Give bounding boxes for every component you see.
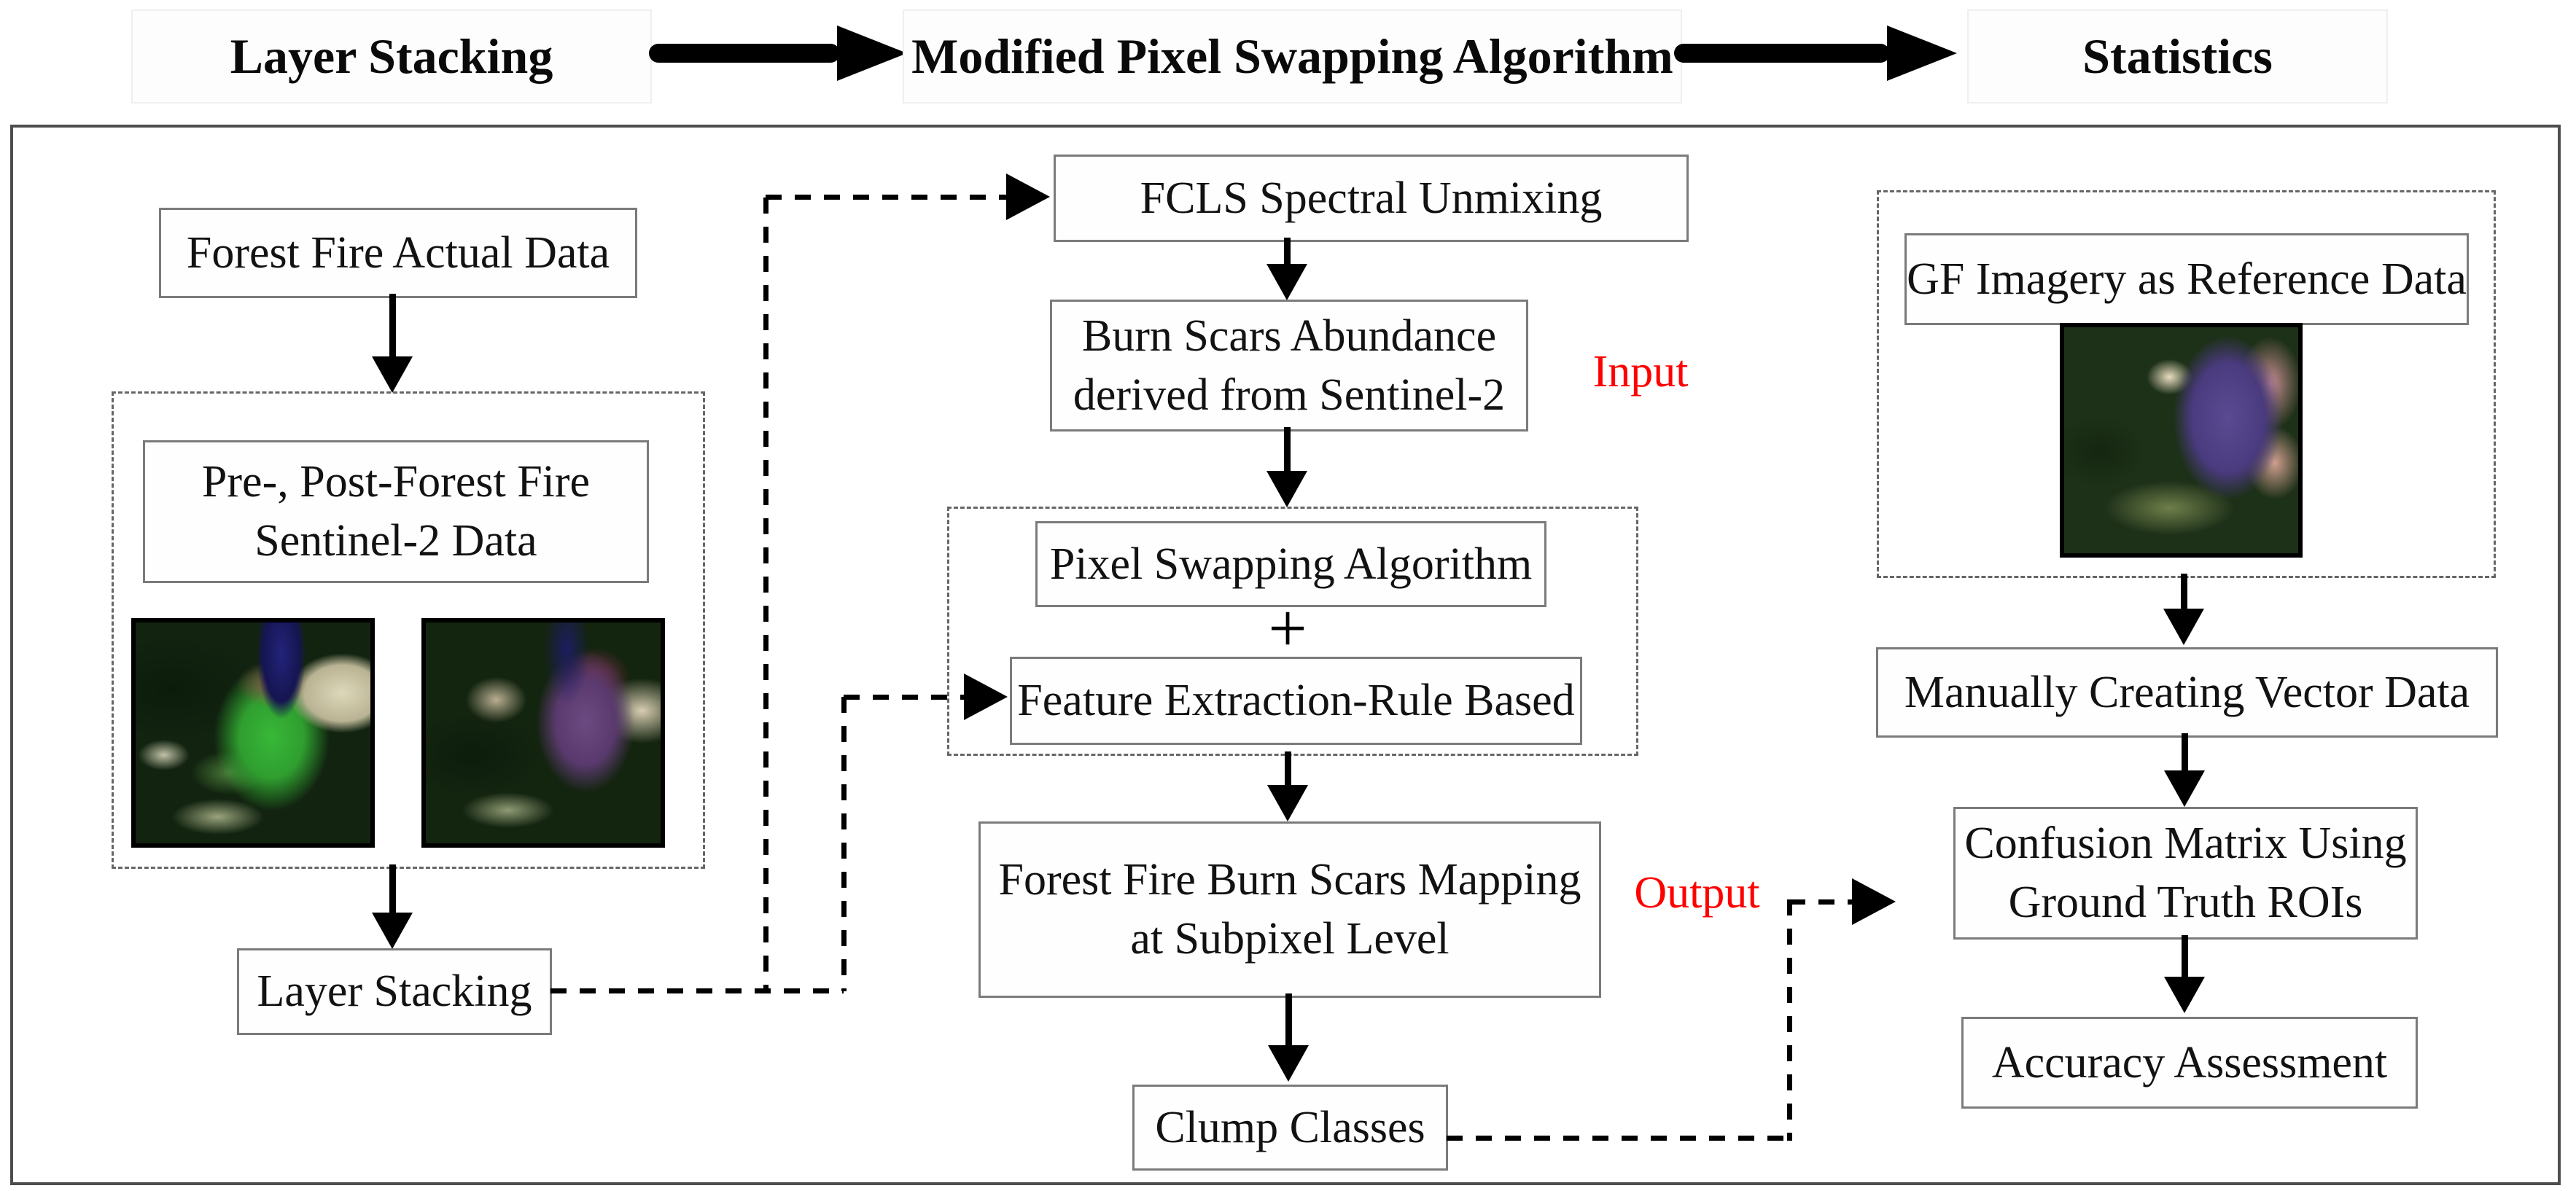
dashed-connector-h: [1789, 899, 1853, 905]
phase-layer-stacking: Layer Stacking: [131, 9, 652, 104]
down-arrowhead-icon: [2164, 977, 2205, 1013]
down-arrow-shaft: [389, 294, 396, 358]
node-accuracy-assessment: Accuracy Assessment: [1961, 1017, 2418, 1109]
phase-modified-psa: Modified Pixel Swapping Algorithm: [903, 9, 1682, 104]
phase-label: Statistics: [2082, 28, 2273, 84]
node-label-line1: Pre-, Post-Forest Fire: [201, 457, 591, 507]
phase-statistics: Statistics: [1967, 9, 2388, 104]
node-prepost-sentinel2: Pre-, Post-Forest Fire Sentinel-2 Data: [143, 440, 649, 583]
node-burn-scars-abundance: Burn Scars Abundance derived from Sentin…: [1050, 300, 1528, 432]
plus-symbol: +: [1251, 590, 1324, 667]
dashed-connector-v: [1787, 899, 1792, 1141]
down-arrow-shaft: [1284, 427, 1291, 472]
sentinel2-data-group: [112, 391, 705, 869]
node-confusion-matrix: Confusion Matrix Using Ground Truth ROIs: [1953, 807, 2418, 940]
gf-reference-satellite-image: [2060, 323, 2303, 558]
plus-text: +: [1268, 590, 1307, 667]
output-annotation-text: Output: [1634, 867, 1760, 918]
thick-right-arrowhead-icon: [1887, 26, 1957, 81]
input-annotation: Input: [1575, 346, 1706, 397]
modified-psa-group: [947, 507, 1638, 756]
down-arrow-shaft: [2182, 935, 2188, 978]
down-arrowhead-icon: [2164, 770, 2205, 807]
node-label: GF Imagery as Reference Data: [1907, 254, 2467, 304]
down-arrowhead-icon: [1267, 785, 1308, 821]
dashed-connector-v: [763, 198, 768, 991]
pre-fire-satellite-image: [131, 618, 375, 848]
down-arrowhead-icon: [2163, 609, 2204, 645]
right-arrowhead-icon: [964, 673, 1008, 720]
dashed-connector-h: [844, 695, 964, 700]
thick-right-arrow-icon: [649, 44, 840, 63]
down-arrow-shaft: [2182, 733, 2188, 772]
output-annotation: Output: [1630, 867, 1764, 918]
node-label-line1: Burn Scars Abundance: [1081, 311, 1497, 361]
down-arrow-shaft: [2181, 574, 2187, 610]
down-arrowhead-icon: [1268, 1045, 1309, 1082]
dashed-connector-h: [550, 988, 844, 993]
right-arrowhead-icon: [1006, 173, 1050, 220]
down-arrowhead-icon: [1266, 264, 1307, 300]
node-label-line1: Forest Fire Burn Scars Mapping: [998, 855, 1581, 905]
down-arrowhead-icon: [1266, 471, 1307, 507]
down-arrow-shaft: [1285, 993, 1292, 1047]
node-label-line1: Confusion Matrix Using: [1964, 819, 2407, 869]
node-label-line2: Sentinel-2 Data: [254, 516, 537, 566]
node-label-line2: derived from Sentinel-2: [1073, 370, 1506, 420]
node-gf-imagery: GF Imagery as Reference Data: [1904, 233, 2469, 325]
right-arrowhead-icon: [1852, 878, 1896, 925]
node-burn-scars-mapping: Forest Fire Burn Scars Mapping at Subpix…: [978, 821, 1601, 998]
node-layer-stacking: Layer Stacking: [237, 948, 552, 1035]
node-label: Accuracy Assessment: [1991, 1037, 2388, 1087]
node-label-line2: Ground Truth ROIs: [2008, 878, 2363, 927]
node-label-line2: at Subpixel Level: [1130, 914, 1450, 964]
dashed-connector-v: [841, 697, 847, 991]
node-label: Clump Classes: [1155, 1102, 1425, 1152]
node-label: FCLS Spectral Unmixing: [1140, 173, 1603, 223]
node-pixel-swapping-algorithm: Pixel Swapping Algorithm: [1035, 521, 1546, 607]
node-label: Manually Creating Vector Data: [1904, 667, 2470, 717]
down-arrow-shaft: [389, 864, 396, 914]
thick-right-arrowhead-icon: [837, 26, 907, 81]
dashed-connector-h: [766, 195, 1006, 200]
node-label: Pixel Swapping Algorithm: [1049, 539, 1533, 589]
node-label: Layer Stacking: [257, 967, 532, 1017]
phase-label: Layer Stacking: [230, 28, 553, 84]
node-label: Feature Extraction-Rule Based: [1017, 676, 1575, 726]
down-arrow-shaft: [1285, 751, 1291, 786]
down-arrowhead-icon: [372, 913, 413, 949]
phase-label: Modified Pixel Swapping Algorithm: [911, 28, 1673, 84]
node-label: Forest Fire Actual Data: [186, 227, 610, 278]
down-arrow-shaft: [1284, 238, 1291, 267]
node-fcls-unmixing: FCLS Spectral Unmixing: [1054, 155, 1689, 242]
thick-right-arrow-icon: [1674, 44, 1890, 63]
node-vector-data: Manually Creating Vector Data: [1876, 647, 2498, 738]
dashed-connector-h: [1447, 1136, 1789, 1141]
node-forest-fire-actual-data: Forest Fire Actual Data: [159, 208, 637, 298]
post-fire-satellite-image: [421, 618, 665, 848]
down-arrowhead-icon: [372, 356, 413, 393]
node-feature-extraction: Feature Extraction-Rule Based: [1010, 657, 1582, 745]
input-annotation-text: Input: [1592, 346, 1689, 397]
node-clump-classes: Clump Classes: [1132, 1085, 1448, 1171]
